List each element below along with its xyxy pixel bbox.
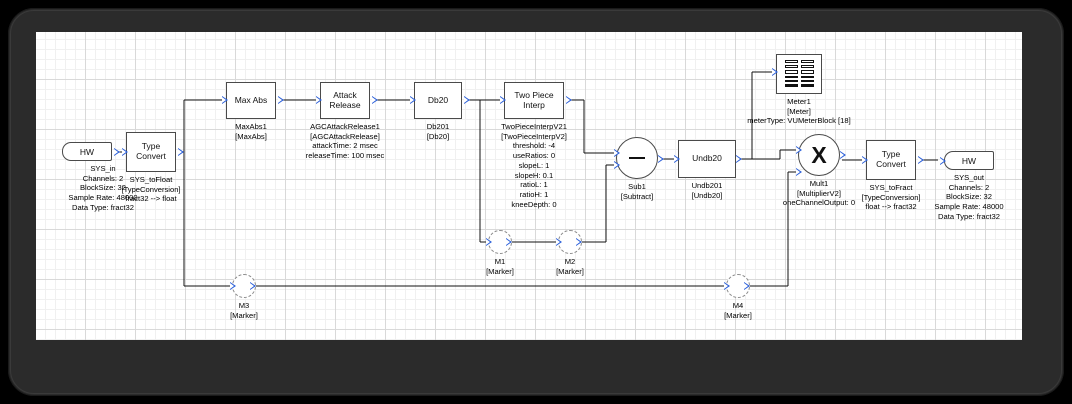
marker-m4-caption: M4 [Marker] <box>724 301 752 320</box>
sub1-output-port[interactable] <box>658 155 664 163</box>
block-sys-to-fract[interactable]: Type Convert <box>866 140 916 180</box>
block-sys-out-caption: SYS_out Channels: 2 BlockSize: 32 Sample… <box>934 173 1004 221</box>
sub1-input-port-b[interactable] <box>614 161 620 169</box>
block-mult1[interactable]: X <box>798 134 840 176</box>
m2-input-port[interactable] <box>556 238 562 246</box>
meter-input-port[interactable] <box>772 68 778 76</box>
block-max-abs-caption: MaxAbs1 [MaxAbs] <box>235 122 267 141</box>
m4-output-port[interactable] <box>744 282 750 290</box>
block-sys-to-fract-caption: SYS_toFract [TypeConversion] float --> f… <box>861 183 921 212</box>
block-sys-in[interactable]: HW <box>62 142 112 161</box>
block-attack-release-label: Attack Release <box>329 89 361 110</box>
sys-in-output-port[interactable] <box>114 148 120 156</box>
mult1-output-port[interactable] <box>840 151 846 159</box>
block-sys-out[interactable]: HW <box>944 151 994 170</box>
block-db20[interactable]: Db20 <box>414 82 462 119</box>
two-piece-interp-output-port[interactable] <box>566 96 572 104</box>
db20-input-port[interactable] <box>410 96 416 104</box>
block-sys-out-label: HW <box>961 155 977 166</box>
block-undb20-label: Undb20 <box>692 153 722 164</box>
block-meter[interactable] <box>776 54 822 94</box>
block-sub1[interactable] <box>616 137 658 179</box>
m3-output-port[interactable] <box>250 282 256 290</box>
undb20-input-port[interactable] <box>674 155 680 163</box>
block-sys-in-caption: SYS_in Channels: 2 BlockSize: 32 Sample … <box>68 164 138 212</box>
block-two-piece-interp-label: Two Piece Interp <box>514 89 554 110</box>
block-sys-to-float-caption: SYS_toFloat [TypeConversion] fract32 -->… <box>121 175 181 204</box>
to-float-output-port[interactable] <box>178 148 184 156</box>
vu-meter-icon <box>784 60 814 88</box>
undb20-output-port[interactable] <box>736 155 742 163</box>
mult1-input-port-b[interactable] <box>796 168 802 176</box>
block-two-piece-interp[interactable]: Two Piece Interp <box>504 82 564 119</box>
block-max-abs[interactable]: Max Abs <box>226 82 276 119</box>
sys-out-input-port[interactable] <box>940 157 946 165</box>
m4-input-port[interactable] <box>724 282 730 290</box>
attack-release-output-port[interactable] <box>372 96 378 104</box>
max-abs-output-port[interactable] <box>278 96 284 104</box>
block-attack-release[interactable]: Attack Release <box>320 82 370 119</box>
to-fract-input-port[interactable] <box>862 156 868 164</box>
multiply-icon: X <box>811 141 827 168</box>
block-two-piece-interp-caption: TwoPieceInterpV21 [TwoPieceInterpV2] thr… <box>501 122 567 209</box>
block-sys-to-fract-label: Type Convert <box>876 149 906 169</box>
attack-release-input-port[interactable] <box>316 96 322 104</box>
mult1-input-port-a[interactable] <box>796 146 802 154</box>
marker-m3-caption: M3 [Marker] <box>230 301 258 320</box>
block-db20-label: Db20 <box>427 94 449 105</box>
block-attack-release-caption: AGCAttackRelease1 [AGCAttackRelease] att… <box>305 122 385 161</box>
block-db20-caption: Db201 [Db20] <box>426 122 450 141</box>
block-undb20[interactable]: Undb20 <box>678 140 736 178</box>
m1-output-port[interactable] <box>506 238 512 246</box>
m2-output-port[interactable] <box>576 238 582 246</box>
block-sys-to-float-label: Type Convert <box>136 141 166 161</box>
db20-output-port[interactable] <box>464 96 470 104</box>
block-sys-in-label: HW <box>79 146 95 157</box>
marker-m1-caption: M1 [Marker] <box>486 257 514 276</box>
schematic-canvas[interactable]: HW SYS_in Channels: 2 BlockSize: 32 Samp… <box>36 32 1022 340</box>
block-meter-caption: Meter1 [Meter] meterType: VUMeterBlock [… <box>747 97 851 126</box>
to-fract-output-port[interactable] <box>918 156 924 164</box>
block-mult1-caption: Mult1 [MultiplierV2] oneChannelOutput: 0 <box>782 179 856 208</box>
block-undb20-caption: Undb201 [Undb20] <box>691 181 723 200</box>
to-float-input-port[interactable] <box>122 148 128 156</box>
block-max-abs-label: Max Abs <box>234 94 268 105</box>
sub1-input-port-a[interactable] <box>614 149 620 157</box>
block-sub1-caption: Sub1 [Subtract] <box>620 182 654 201</box>
m1-input-port[interactable] <box>486 238 492 246</box>
max-abs-input-port[interactable] <box>222 96 228 104</box>
minus-icon <box>629 157 645 159</box>
two-piece-interp-input-port[interactable] <box>500 96 506 104</box>
block-sys-to-float[interactable]: Type Convert <box>126 132 176 172</box>
m3-input-port[interactable] <box>230 282 236 290</box>
marker-m2-caption: M2 [Marker] <box>556 257 584 276</box>
